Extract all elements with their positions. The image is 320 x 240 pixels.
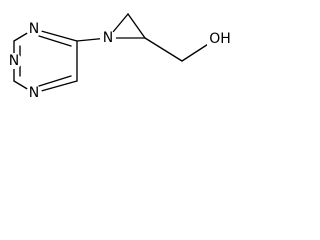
triazine-nitrogen-left-label: N: [9, 53, 19, 69]
label-bg-n-aziridine: [100, 30, 116, 46]
bond-aziridine-to-ch2: [144, 37, 183, 62]
triazine-nitrogen-top-label: N: [29, 21, 39, 37]
hydroxyl-label: OH: [209, 31, 231, 47]
double-bond-triazine-right-lower: [38, 75, 72, 87]
triazine-ring: [13, 28, 78, 94]
label-bg-hydroxyl: [207, 31, 230, 47]
aziridine-nitrogen-label: N: [103, 30, 113, 46]
double-bond-triazine-right-upper: [38, 35, 72, 47]
bond-aziridine-c-top-c-right: [127, 13, 146, 39]
hydroxymethyl-group: [144, 37, 217, 62]
triazine-nitrogen-bottom-label: N: [29, 85, 39, 101]
molecule-structure: N N N N OH: [6, 13, 231, 101]
label-bg-n-top: [26, 21, 42, 37]
chemical-structure-canvas: N N N N OH: [0, 0, 240, 124]
atom-labels: N N N N OH: [6, 21, 231, 101]
label-bg-n-left: [6, 53, 22, 69]
label-bg-n-bottom: [26, 85, 42, 101]
